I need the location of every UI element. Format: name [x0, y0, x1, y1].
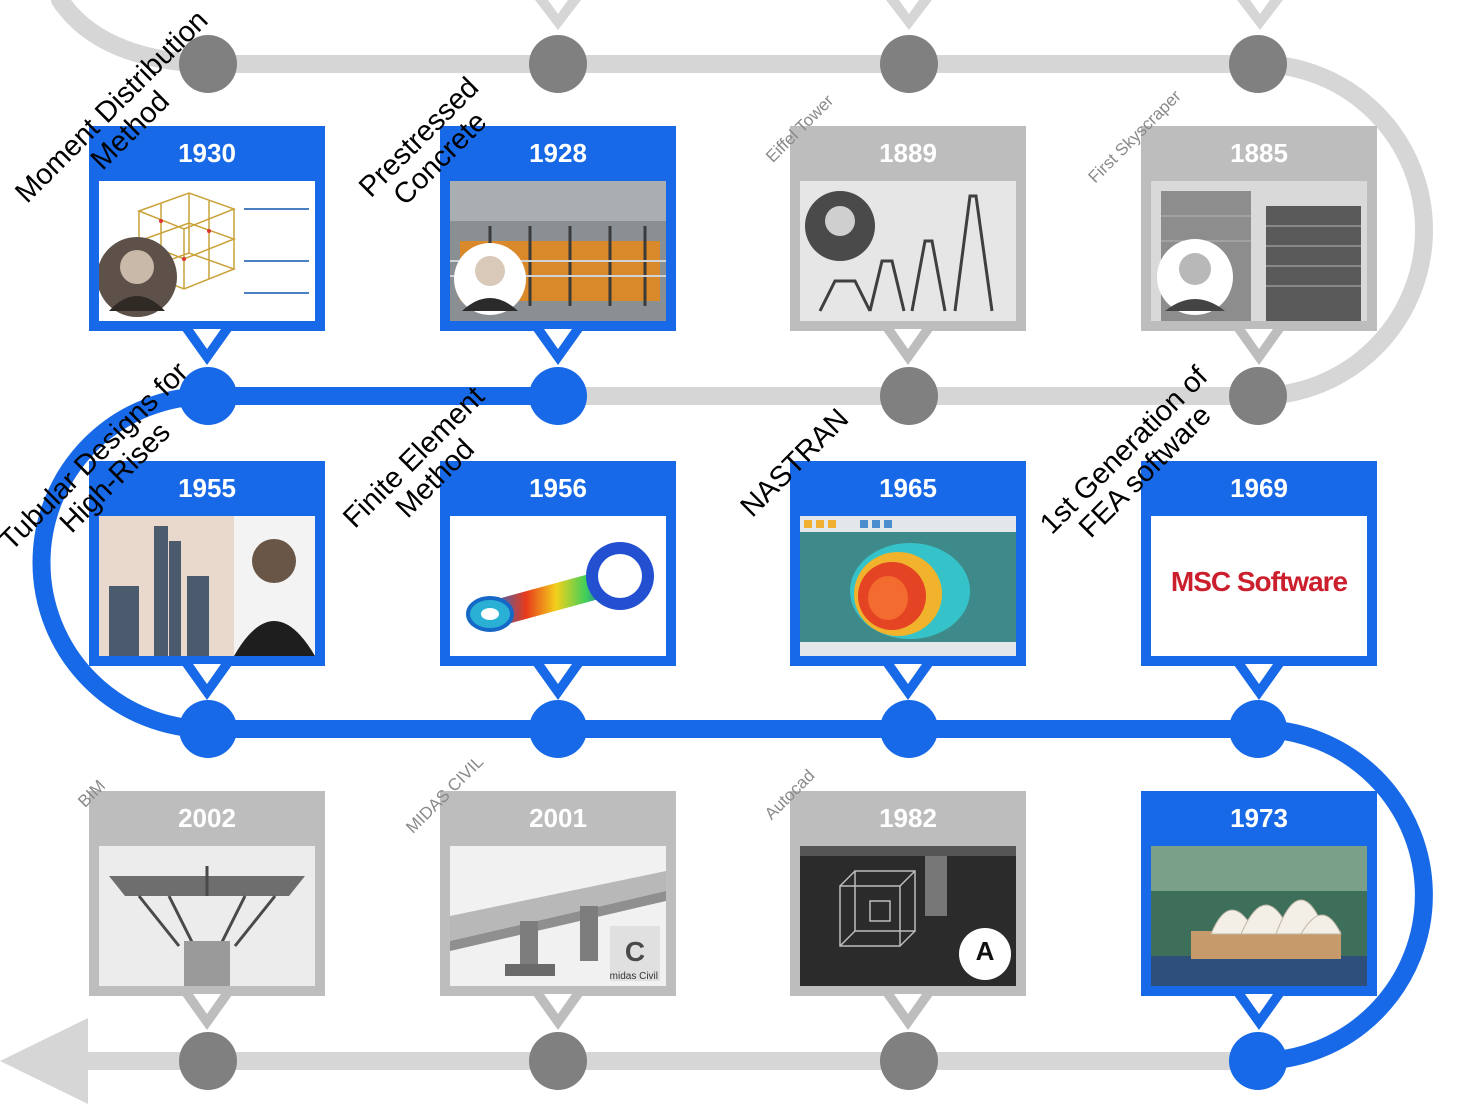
card-pointer [182, 329, 232, 365]
node-2001 [529, 700, 587, 758]
card-pointer [883, 664, 933, 700]
card-pointer [182, 994, 232, 1030]
card-pointer [883, 994, 933, 1030]
node-end-4 [1229, 1032, 1287, 1090]
nastran-image [800, 516, 1016, 656]
node-1928 [529, 35, 587, 93]
card-pointer [1234, 994, 1284, 1030]
milestone-card-1930[interactable]: 1930 [89, 126, 325, 365]
prestressed-beams-image [450, 181, 666, 321]
msc-software-logo: MSC Software [1170, 566, 1348, 597]
midas-logo: midas Civil [609, 971, 658, 982]
milestone-year: 1889 [879, 138, 937, 168]
track-left-turn [32, 387, 217, 738]
node-1982 [880, 700, 938, 758]
card-pointer [883, 329, 933, 365]
card-pointer [182, 664, 232, 700]
milestone-year: 1965 [879, 473, 937, 503]
node-end-3 [880, 1032, 938, 1090]
milestone-card-2002[interactable]: 2002 [89, 791, 325, 1030]
node-1965 [880, 367, 938, 425]
card-pointer [1234, 664, 1284, 700]
milestone-card-1955[interactable]: 1955 [89, 461, 325, 700]
milestone-year: 1885 [1230, 138, 1288, 168]
sydney-opera-house-image [1151, 846, 1367, 986]
node-end-1 [179, 1032, 237, 1090]
frame-structure-image [99, 181, 315, 321]
card-pointer [533, 664, 583, 700]
skyscraper-image [1151, 181, 1367, 321]
node-end-2 [529, 1032, 587, 1090]
milestone-year: 2001 [529, 803, 587, 833]
node-1956 [529, 367, 587, 425]
node-1969 [1229, 367, 1287, 425]
milestone-card-1982[interactable]: 1982 A [790, 791, 1026, 1030]
milestone-card-1885[interactable]: 1885 [1141, 126, 1377, 365]
autocad-image: A [800, 846, 1016, 986]
milestone-year: 1969 [1230, 473, 1288, 503]
milestone-card-1973[interactable]: 1973 [1141, 791, 1377, 1030]
svg-text:C: C [625, 936, 645, 967]
milestone-card-1965[interactable]: 1965 [790, 461, 1026, 700]
node-1973 [1229, 700, 1287, 758]
milestone-year: 1928 [529, 138, 587, 168]
milestone-year: 1973 [1230, 803, 1288, 833]
track-arrow-head [0, 1018, 88, 1104]
skyline-image [99, 516, 315, 656]
connecting-rod-fea-image [450, 516, 666, 656]
milestone-card-1956[interactable]: 1956 [440, 461, 676, 700]
track-right-turn-bottom [1249, 720, 1433, 1070]
milestone-card-2001[interactable]: 2001 C midas Civil [440, 791, 676, 1030]
card-pointer [1234, 329, 1284, 365]
node-1889 [880, 35, 938, 93]
milestone-year: 2002 [178, 803, 236, 833]
milestone-year: 1955 [178, 473, 236, 503]
milestone-year: 1930 [178, 138, 236, 168]
msc-software-logo-image: MSC Software [1151, 516, 1367, 656]
node-1930 [179, 35, 237, 93]
bim-image [99, 846, 315, 986]
timeline-nodes [179, 35, 1287, 1090]
node-1885 [1229, 35, 1287, 93]
node-2002 [179, 700, 237, 758]
milestone-card-1969[interactable]: 1969 MSC Software [1141, 461, 1377, 700]
svg-text:A: A [976, 936, 995, 966]
eiffel-tower-image [800, 181, 1016, 321]
milestone-year: 1982 [879, 803, 937, 833]
milestone-year: 1956 [529, 473, 587, 503]
milestone-card-1928[interactable]: 1928 [440, 126, 676, 365]
milestone-card-1889[interactable]: 1889 [790, 126, 1026, 365]
node-1955 [179, 367, 237, 425]
track-right-turn-top [1249, 55, 1433, 405]
card-pointer [533, 994, 583, 1030]
midas-bridge-image: C midas Civil [450, 846, 666, 986]
card-pointer [533, 329, 583, 365]
